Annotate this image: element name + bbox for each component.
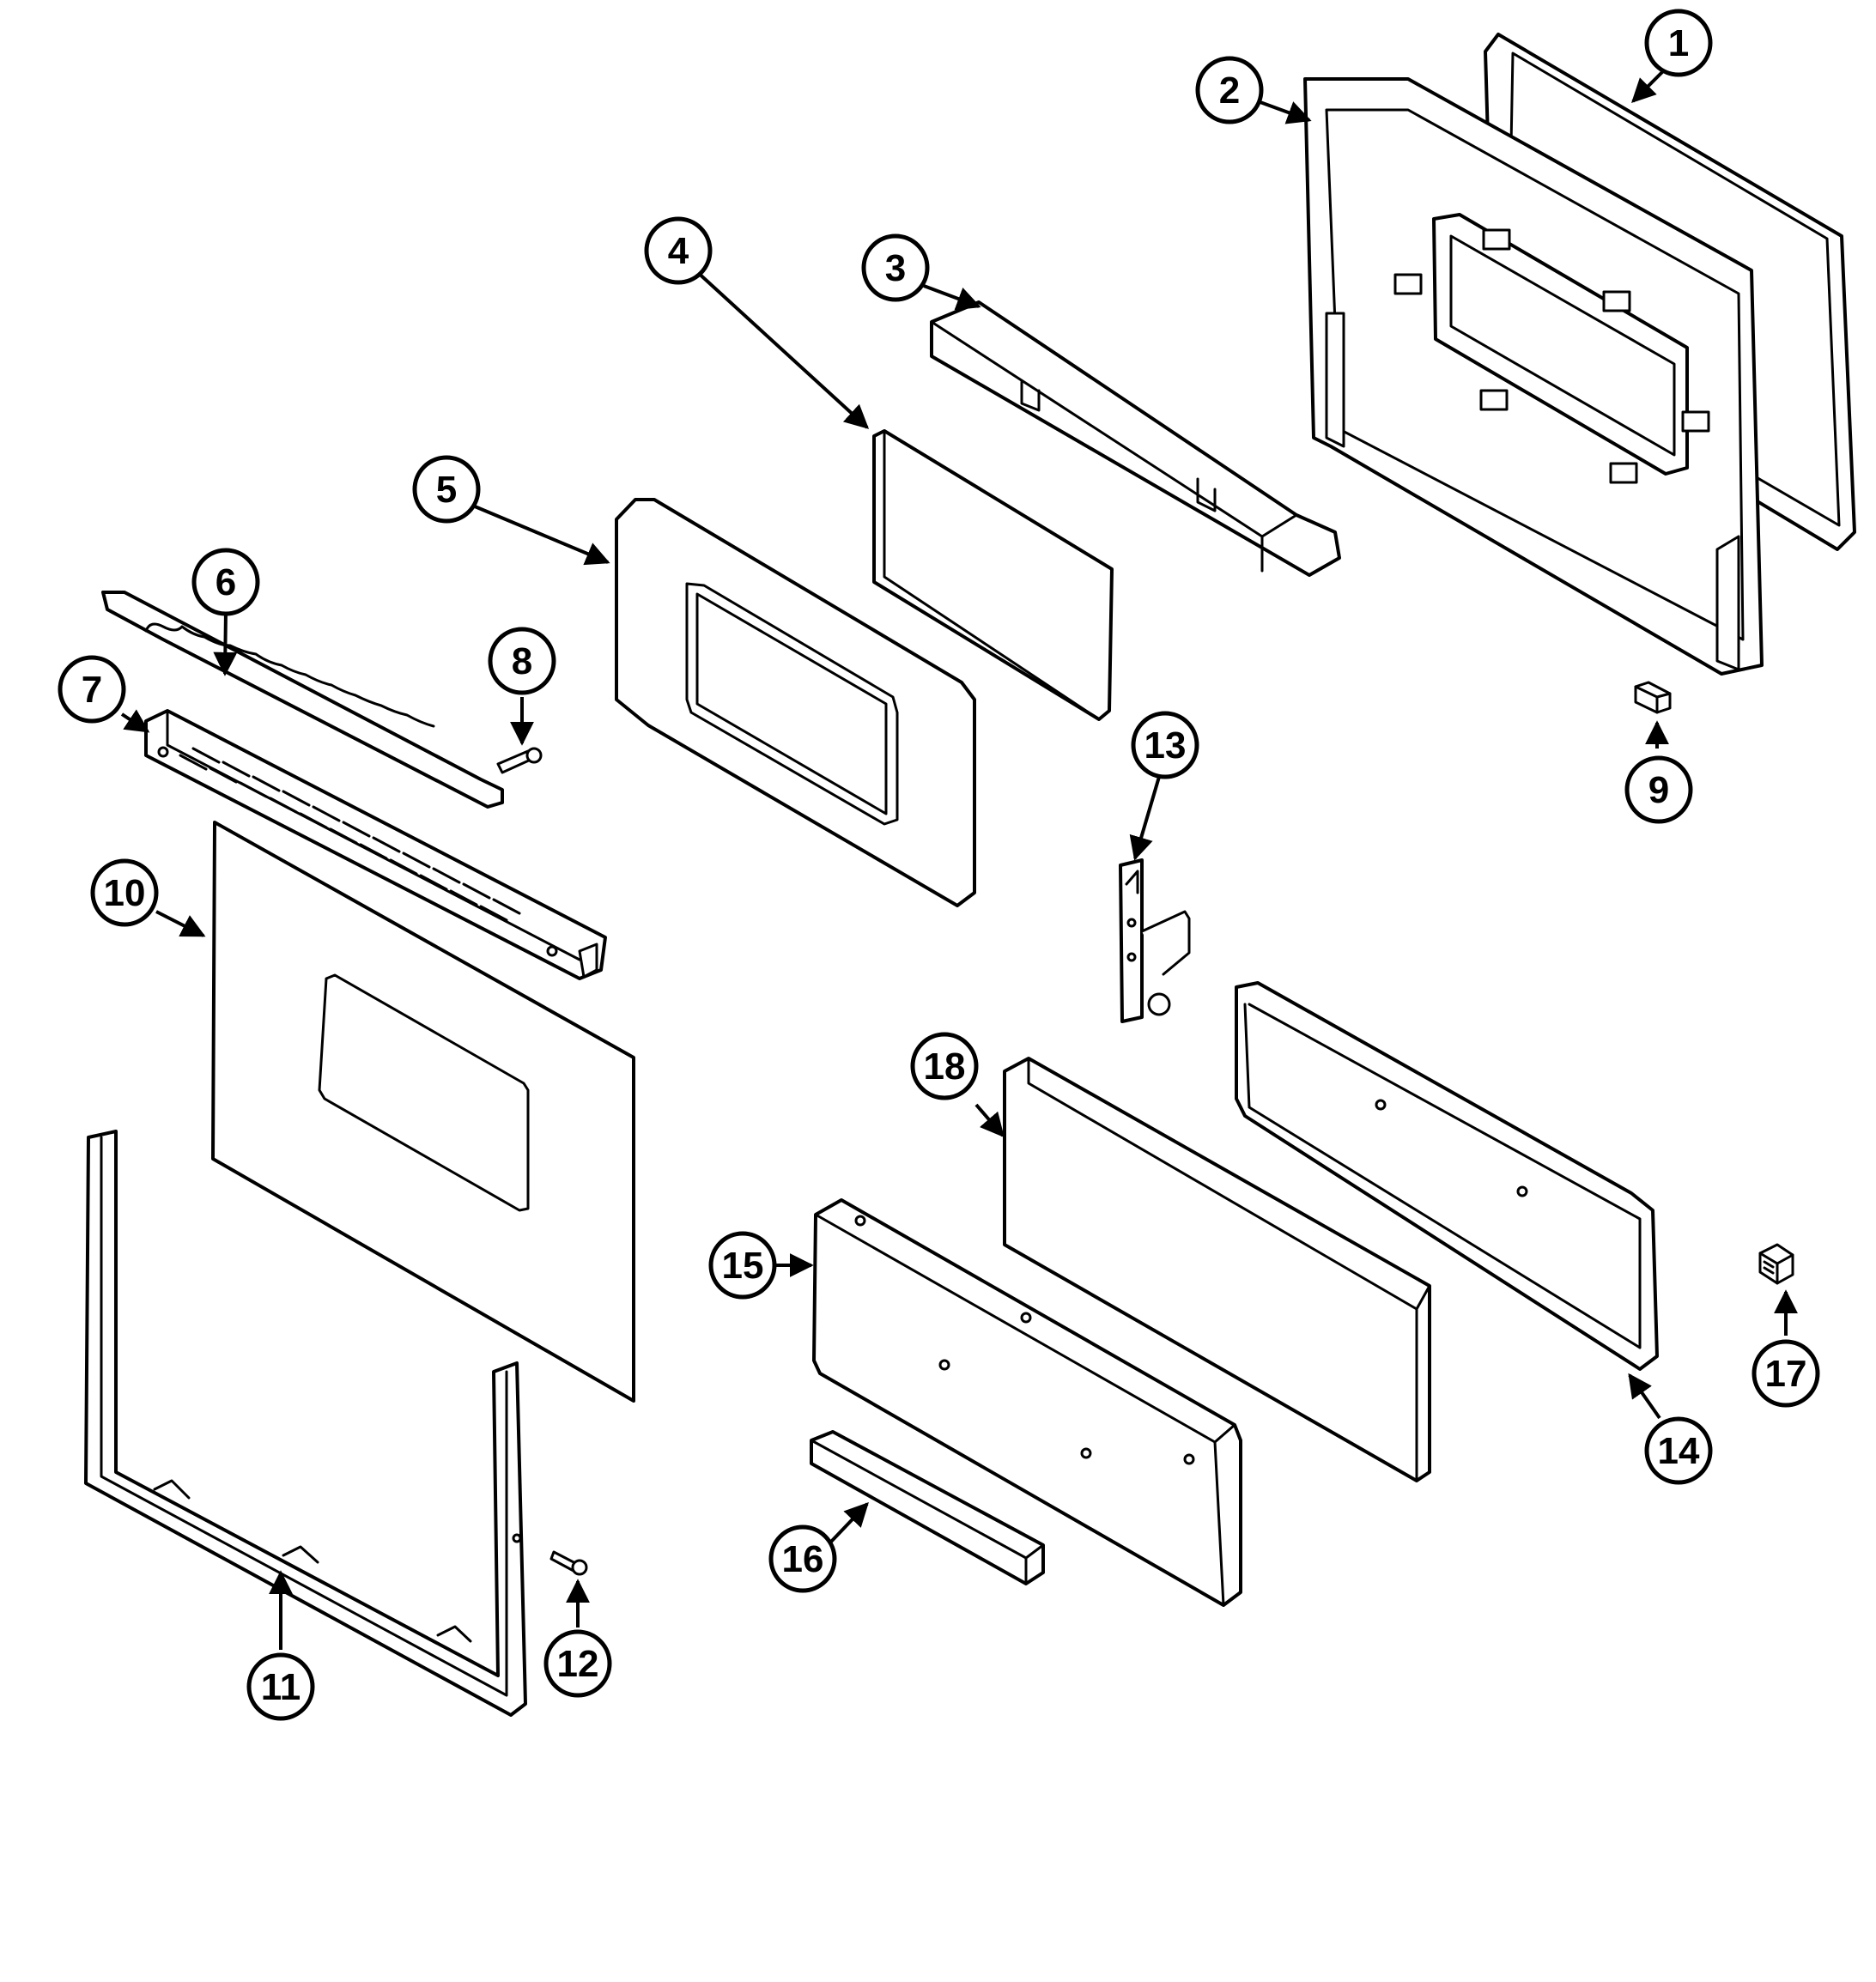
- callouts: 1 2 3 4 5 6 7 8 9 10 11 12 13 14 15 16 1…: [58, 9, 1820, 1721]
- part-17-connector: [1758, 1243, 1794, 1285]
- callout-2: 2: [1195, 56, 1264, 124]
- leader-1: [1631, 67, 1667, 103]
- callout-1: 1: [1644, 9, 1713, 77]
- leader-18: [974, 1103, 1005, 1138]
- vent-slots: [179, 747, 521, 922]
- callout-17-label: 17: [1765, 1353, 1807, 1395]
- callout-13: 13: [1131, 711, 1199, 779]
- part-9-spacer: [1634, 681, 1672, 714]
- part-7-vent-trim: [144, 709, 607, 980]
- callout-11: 11: [246, 1652, 315, 1721]
- leader-2: [1257, 100, 1312, 124]
- callout-5: 5: [412, 455, 481, 524]
- callout-16: 16: [768, 1524, 837, 1593]
- callout-8-label: 8: [512, 640, 532, 682]
- callout-10-label: 10: [104, 872, 146, 914]
- callout-7: 7: [58, 655, 126, 724]
- callout-18: 18: [910, 1032, 979, 1100]
- callout-14: 14: [1644, 1416, 1713, 1485]
- callout-15: 15: [708, 1231, 777, 1300]
- callout-3: 3: [861, 233, 930, 302]
- part-4-insulation-pad: [872, 429, 1114, 721]
- callout-13-label: 13: [1144, 724, 1187, 767]
- callout-4: 4: [644, 216, 713, 285]
- callout-10: 10: [90, 858, 159, 927]
- callout-5-label: 5: [436, 469, 457, 511]
- part-18-drawer-insulation: [1003, 1057, 1431, 1482]
- callout-8: 8: [488, 627, 556, 695]
- callout-6: 6: [191, 548, 260, 616]
- part-10-outer-door-panel: [211, 821, 635, 1403]
- callout-12-label: 12: [557, 1643, 599, 1685]
- part-6-door-handle: [101, 591, 504, 809]
- part-12-screw: [549, 1550, 588, 1576]
- leader-lines: [120, 67, 1798, 1650]
- leader-13: [1129, 776, 1161, 861]
- leader-14: [1628, 1373, 1661, 1420]
- part-16-trim-strip: [810, 1430, 1045, 1585]
- leader-10: [155, 910, 206, 937]
- leader-6: [213, 610, 238, 676]
- callout-1-label: 1: [1668, 22, 1689, 64]
- callout-12: 12: [543, 1629, 612, 1698]
- leader-3: [923, 284, 981, 311]
- callout-17: 17: [1752, 1339, 1820, 1408]
- part-15-drawer-front: [812, 1198, 1242, 1607]
- callout-4-label: 4: [668, 230, 689, 272]
- part-13-hinge: [1119, 858, 1191, 1023]
- callout-14-label: 14: [1658, 1430, 1700, 1472]
- part-11-lower-frame: [84, 1130, 527, 1717]
- callout-3-label: 3: [885, 247, 906, 289]
- leader-7: [120, 709, 150, 733]
- callout-7-label: 7: [82, 669, 102, 711]
- callout-18-label: 18: [924, 1046, 966, 1088]
- callout-9-label: 9: [1648, 769, 1669, 811]
- callout-16-label: 16: [782, 1538, 824, 1580]
- part-5-door-glass: [615, 498, 976, 907]
- leader-4: [694, 269, 870, 429]
- callout-15-label: 15: [722, 1245, 764, 1287]
- leader-5: [474, 505, 610, 566]
- part-14-drawer-panel: [1235, 981, 1659, 1371]
- part-2-inner-door-panel: [1303, 77, 1764, 676]
- leader-16: [829, 1501, 869, 1543]
- part-8-screw: [496, 747, 543, 774]
- callout-9: 9: [1624, 755, 1693, 824]
- part-3-vent-duct: [930, 300, 1341, 577]
- callout-2-label: 2: [1219, 70, 1240, 112]
- callout-11-label: 11: [261, 1666, 301, 1708]
- callout-6-label: 6: [216, 561, 236, 603]
